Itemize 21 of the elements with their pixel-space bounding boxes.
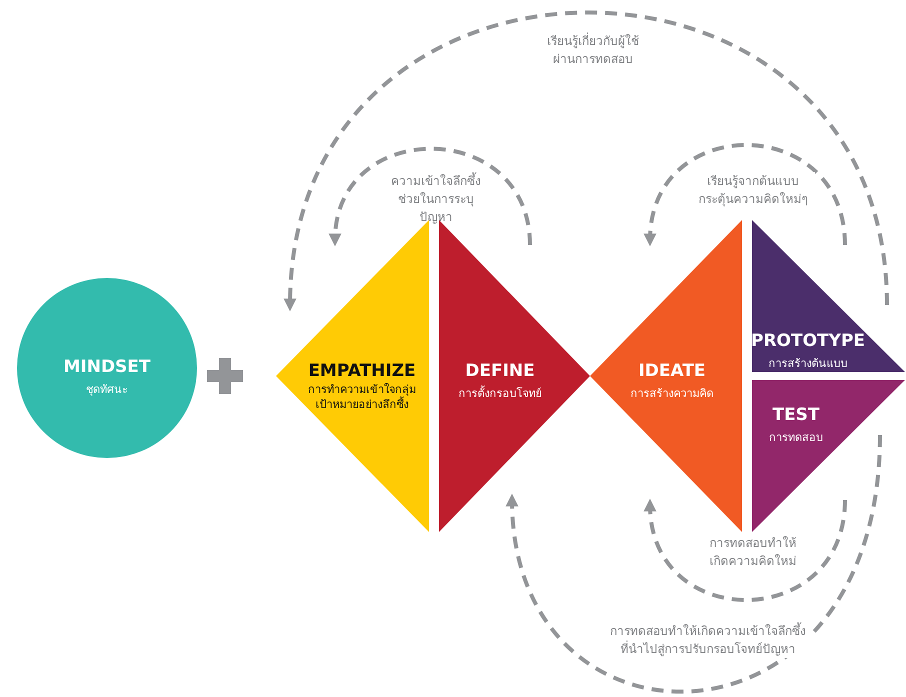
dashed-arrow <box>506 434 882 693</box>
stage-title: PROTOTYPE <box>750 330 866 352</box>
stage-title: EMPATHIZE <box>308 360 416 382</box>
stage-shape <box>590 220 742 532</box>
stage-subtitle: การตั้งกรอบโจทย์ <box>458 386 542 401</box>
stage-subtitle: การสร้างต้นแบบ <box>768 356 848 371</box>
dashed-arrow <box>644 143 847 246</box>
dashed-arrow <box>284 11 889 312</box>
stage-subtitle: ชุดทัศนะ <box>86 382 128 397</box>
dashed-arrow <box>330 146 532 246</box>
stage-subtitle: การทดสอบ <box>769 430 823 445</box>
stage-title: DEFINE <box>465 360 535 382</box>
dashed-arrow <box>644 498 847 602</box>
stage-subtitle: การทำความเข้าใจกลุ่มเป้าหมายอย่างลึกซึ้ง <box>307 382 417 412</box>
stage-shape <box>752 220 905 372</box>
stage-shape <box>752 380 905 532</box>
stage-subtitle: การสร้างความคิด <box>630 386 714 401</box>
mindset-circle <box>17 278 197 458</box>
stage-title: MINDSET <box>63 356 151 378</box>
stage-title: IDEATE <box>638 360 706 382</box>
stage-title: TEST <box>772 404 820 426</box>
